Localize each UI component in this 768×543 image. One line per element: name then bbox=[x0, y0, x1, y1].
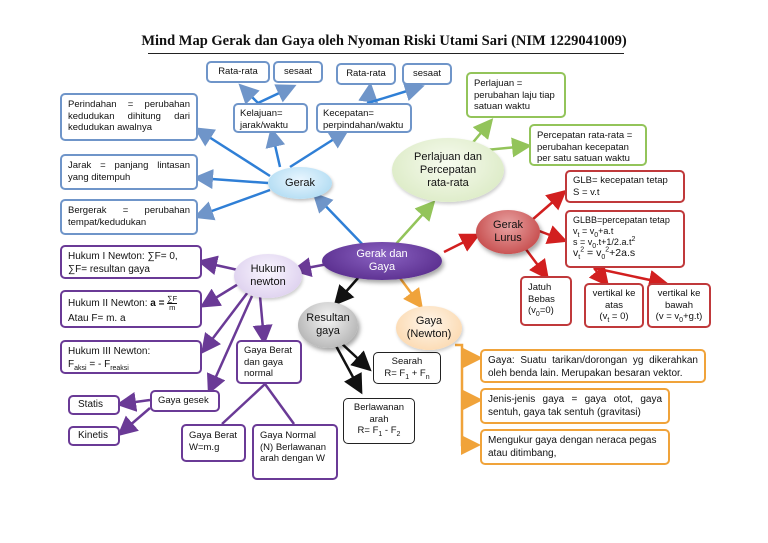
hukum-1-line2: ∑F= resultan gaya bbox=[68, 264, 150, 275]
perlajuan-def-box: Perlajuan = perubahan laju tiap satuan w… bbox=[466, 72, 566, 118]
bergerak-box: Bergerak = perubahan tempat/kedudukan bbox=[60, 199, 198, 235]
jarak-text: Jarak = panjang lintasan yang ditempuh bbox=[68, 160, 190, 183]
hukum-3-box: Hukum III Newton: Faksi = - Freaksi bbox=[60, 340, 202, 374]
center-node: Gerak dan Gaya bbox=[322, 242, 442, 280]
hukum-1-line1: Hukum I Newton: ∑F= 0, bbox=[68, 251, 178, 262]
rata-rata-box-2: Rata-rata bbox=[336, 63, 396, 85]
percepatan-def-text: Percepatan rata-rata = perubahan kecepat… bbox=[537, 130, 633, 164]
gaya-normal-text: Gaya Normal (N) Berlawanan arah dengan W bbox=[260, 430, 326, 464]
hukum-3-line1: Hukum III Newton: bbox=[68, 346, 151, 357]
gaya-def-text: Gaya: Suatu tarikan/dorongan yg dikerahk… bbox=[488, 355, 698, 379]
searah-formula: R= F1 + Fn bbox=[384, 367, 430, 381]
kelajuan-text: Kelajuan= jarak/waktu bbox=[240, 108, 289, 131]
gaya-berat-box: Gaya Berat W=m.g bbox=[181, 424, 246, 462]
sesaat-box-2: sesaat bbox=[402, 63, 452, 85]
sesaat-label-2: sesaat bbox=[413, 68, 441, 79]
perindahan-text: Perindahan = perubahan kedudukan dihitun… bbox=[68, 99, 190, 133]
gerak-lurus-label: Gerak Lurus bbox=[493, 219, 523, 244]
statis-text: Statis bbox=[78, 399, 104, 410]
kecepatan-box: Kecepatan= perpindahan/waktu bbox=[316, 103, 412, 133]
center-label: Gerak dan Gaya bbox=[356, 248, 408, 273]
vertikal-bawah-formula: (v = v0+g.t) bbox=[655, 311, 703, 324]
gerak-node: Gerak bbox=[268, 167, 332, 199]
gaya-newton-label: Gaya (Newton) bbox=[406, 315, 452, 340]
gaya-berat-normal-box: Gaya Berat dan gaya normal bbox=[236, 340, 302, 384]
rata-rata-label-2: Rata-rata bbox=[346, 68, 386, 79]
searah-box: Searah R= F1 + Fn bbox=[373, 352, 441, 384]
sesaat-label-1: sesaat bbox=[284, 66, 312, 77]
gaya-newton-node: Gaya (Newton) bbox=[396, 306, 462, 350]
jatuh-bebas-formula: (v0=0) bbox=[528, 305, 554, 318]
glbb-formula-v2: vt2 = v02+2a.s bbox=[573, 246, 636, 262]
gaya-gesek-text: Gaya gesek bbox=[158, 395, 209, 406]
gaya-normal-box: Gaya Normal (N) Berlawanan arah dengan W bbox=[252, 424, 338, 480]
vertikal-atas-text: vertikal ke atas bbox=[592, 288, 636, 311]
title-underline bbox=[148, 53, 624, 54]
glb-formula: S = v.t bbox=[573, 186, 600, 198]
resultan-gaya-label: Resultan gaya bbox=[306, 312, 350, 337]
gaya-gesek-box: Gaya gesek bbox=[150, 390, 220, 412]
percepatan-def-box: Percepatan rata-rata = perubahan kecepat… bbox=[529, 124, 647, 166]
jenis-gaya-box: Jenis-jenis gaya = gaya otot, gaya sentu… bbox=[480, 388, 670, 424]
glbb-text: GLBB=percepatan tetap bbox=[573, 215, 670, 225]
kinetis-text: Kinetis bbox=[78, 430, 109, 441]
berlawanan-text: Berlawanan arah bbox=[353, 402, 405, 425]
glbb-formula-s: s = v0.t+1/2.a.t2 bbox=[573, 236, 636, 250]
jenis-gaya-text: Jenis-jenis gaya = gaya otot, gaya sentu… bbox=[488, 394, 662, 418]
perindahan-box: Perindahan = perubahan kedudukan dihitun… bbox=[60, 93, 198, 141]
hukum-newton-node: Hukum newton bbox=[234, 254, 302, 298]
hukum-newton-label: Hukum newton bbox=[250, 263, 286, 288]
hukum-1-box: Hukum I Newton: ∑F= 0, ∑F= resultan gaya bbox=[60, 245, 202, 279]
ukur-gaya-box: Mengukur gaya dengan neraca pegas atau d… bbox=[480, 429, 670, 465]
gaya-def-box: Gaya: Suatu tarikan/dorongan yg dikerahk… bbox=[480, 349, 706, 383]
kelajuan-box: Kelajuan= jarak/waktu bbox=[233, 103, 308, 133]
glb-box: GLB= kecepatan tetap S = v.t bbox=[565, 170, 685, 203]
vertikal-bawah-box: vertikal ke bawah (v = v0+g.t) bbox=[647, 283, 711, 328]
gaya-berat-normal-text: Gaya Berat dan gaya normal bbox=[244, 345, 293, 379]
gaya-berat-text: Gaya Berat W=m.g bbox=[189, 430, 238, 453]
glb-text: GLB= kecepatan tetap bbox=[573, 175, 668, 186]
perlajuan-label: Perlajuan dan Percepatan rata-rata bbox=[414, 150, 482, 189]
bergerak-text: Bergerak = perubahan tempat/kedudukan bbox=[68, 205, 190, 228]
statis-box: Statis bbox=[68, 395, 120, 415]
searah-text: Searah bbox=[391, 356, 423, 367]
resultan-gaya-node: Resultan gaya bbox=[298, 302, 358, 348]
kecepatan-text: Kecepatan= perpindahan/waktu bbox=[323, 108, 404, 131]
perlajuan-node: Perlajuan dan Percepatan rata-rata bbox=[392, 138, 504, 202]
gerak-lurus-node: Gerak Lurus bbox=[476, 210, 540, 254]
berlawanan-box: Berlawanan arah R= F1 - F2 bbox=[343, 398, 415, 444]
jatuh-bebas-text: Jatuh Bebas bbox=[528, 282, 555, 305]
page-title: Mind Map Gerak dan Gaya oleh Nyoman Risk… bbox=[141, 33, 627, 49]
glbb-formula-vt: vt = v0+a.t bbox=[573, 226, 614, 239]
rata-rata-box-1: Rata-rata bbox=[206, 61, 270, 83]
rata-rata-label-1: Rata-rata bbox=[218, 66, 258, 77]
berlawanan-formula: R= F1 - F2 bbox=[357, 425, 401, 438]
hukum-3-line2: Faksi = - Freaksi bbox=[68, 359, 129, 372]
vertikal-atas-formula: (vt = 0) bbox=[599, 311, 629, 324]
perlajuan-def-text: Perlajuan = perubahan laju tiap satuan w… bbox=[474, 78, 555, 112]
jatuh-bebas-box: Jatuh Bebas (v0=0) bbox=[520, 276, 572, 326]
hukum-2-line2: Atau F= m. a bbox=[68, 313, 126, 324]
ukur-gaya-text: Mengukur gaya dengan neraca pegas atau d… bbox=[488, 435, 657, 459]
glbb-box: GLBB=percepatan tetap vt = v0+a.t s = v0… bbox=[565, 210, 685, 268]
kinetis-box: Kinetis bbox=[68, 426, 120, 446]
vertikal-atas-box: vertikal ke atas (vt = 0) bbox=[584, 283, 644, 328]
vertikal-bawah-text: vertikal ke bawah bbox=[657, 288, 701, 311]
jarak-box: Jarak = panjang lintasan yang ditempuh bbox=[60, 154, 198, 190]
sesaat-box-1: sesaat bbox=[273, 61, 323, 83]
gerak-label: Gerak bbox=[285, 176, 315, 189]
